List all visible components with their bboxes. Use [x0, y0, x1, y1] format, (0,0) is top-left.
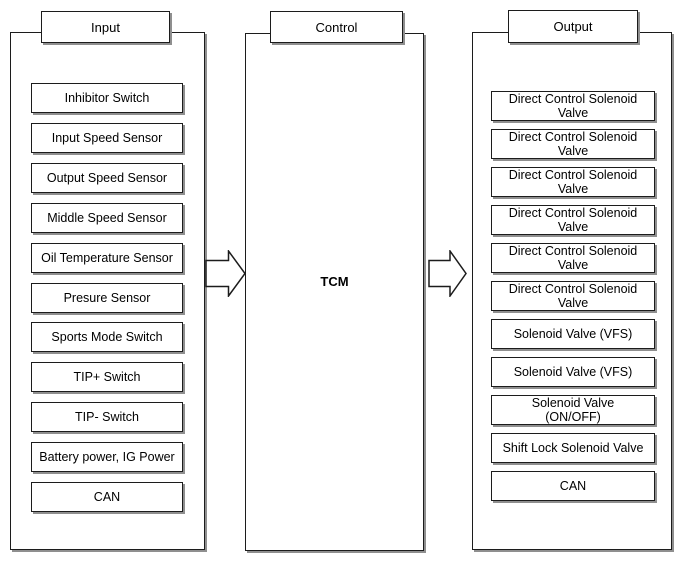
control-column: TCM [245, 33, 424, 551]
input-item: Battery power, IG Power [31, 442, 183, 472]
output-item: Shift Lock Solenoid Valve [491, 433, 655, 463]
output-item: Solenoid Valve (VFS) [491, 357, 655, 387]
output-item: Solenoid Valve (VFS) [491, 319, 655, 349]
input-title-label: Input [91, 19, 120, 35]
tcm-label: TCM [320, 274, 349, 289]
input-item: Oil Temperature Sensor [31, 243, 183, 273]
output-title-label: Output [553, 19, 593, 34]
input-item: Input Speed Sensor [31, 123, 183, 153]
output-item: Solenoid Valve (ON/OFF) [491, 395, 655, 425]
output-item: Direct Control Solenoid Valve [491, 167, 655, 197]
input-item: Sports Mode Switch [31, 322, 183, 352]
input-item: TIP+ Switch [31, 362, 183, 392]
output-column-title: Output [508, 10, 638, 43]
input-item: Middle Speed Sensor [31, 203, 183, 233]
control-title-label: Control [315, 19, 358, 35]
control-column-title: Control [270, 11, 403, 43]
input-item: Presure Sensor [31, 283, 183, 313]
output-item: Direct Control Solenoid Valve [491, 91, 655, 121]
output-item: Direct Control Solenoid Valve [491, 243, 655, 273]
output-item: Direct Control Solenoid Valve [491, 281, 655, 311]
right-arrow-icon [428, 250, 467, 297]
right-arrow-icon [205, 250, 246, 297]
output-item: Direct Control Solenoid Valve [491, 205, 655, 235]
input-column-title: Input [41, 11, 170, 43]
output-column: Direct Control Solenoid Valve Direct Con… [472, 32, 672, 550]
input-item: Output Speed Sensor [31, 163, 183, 193]
input-item: TIP- Switch [31, 402, 183, 432]
input-item: Inhibitor Switch [31, 83, 183, 113]
output-item: CAN [491, 471, 655, 501]
input-item: CAN [31, 482, 183, 512]
output-item: Direct Control Solenoid Valve [491, 129, 655, 159]
input-column: Inhibitor Switch Input Speed Sensor Outp… [10, 32, 205, 550]
